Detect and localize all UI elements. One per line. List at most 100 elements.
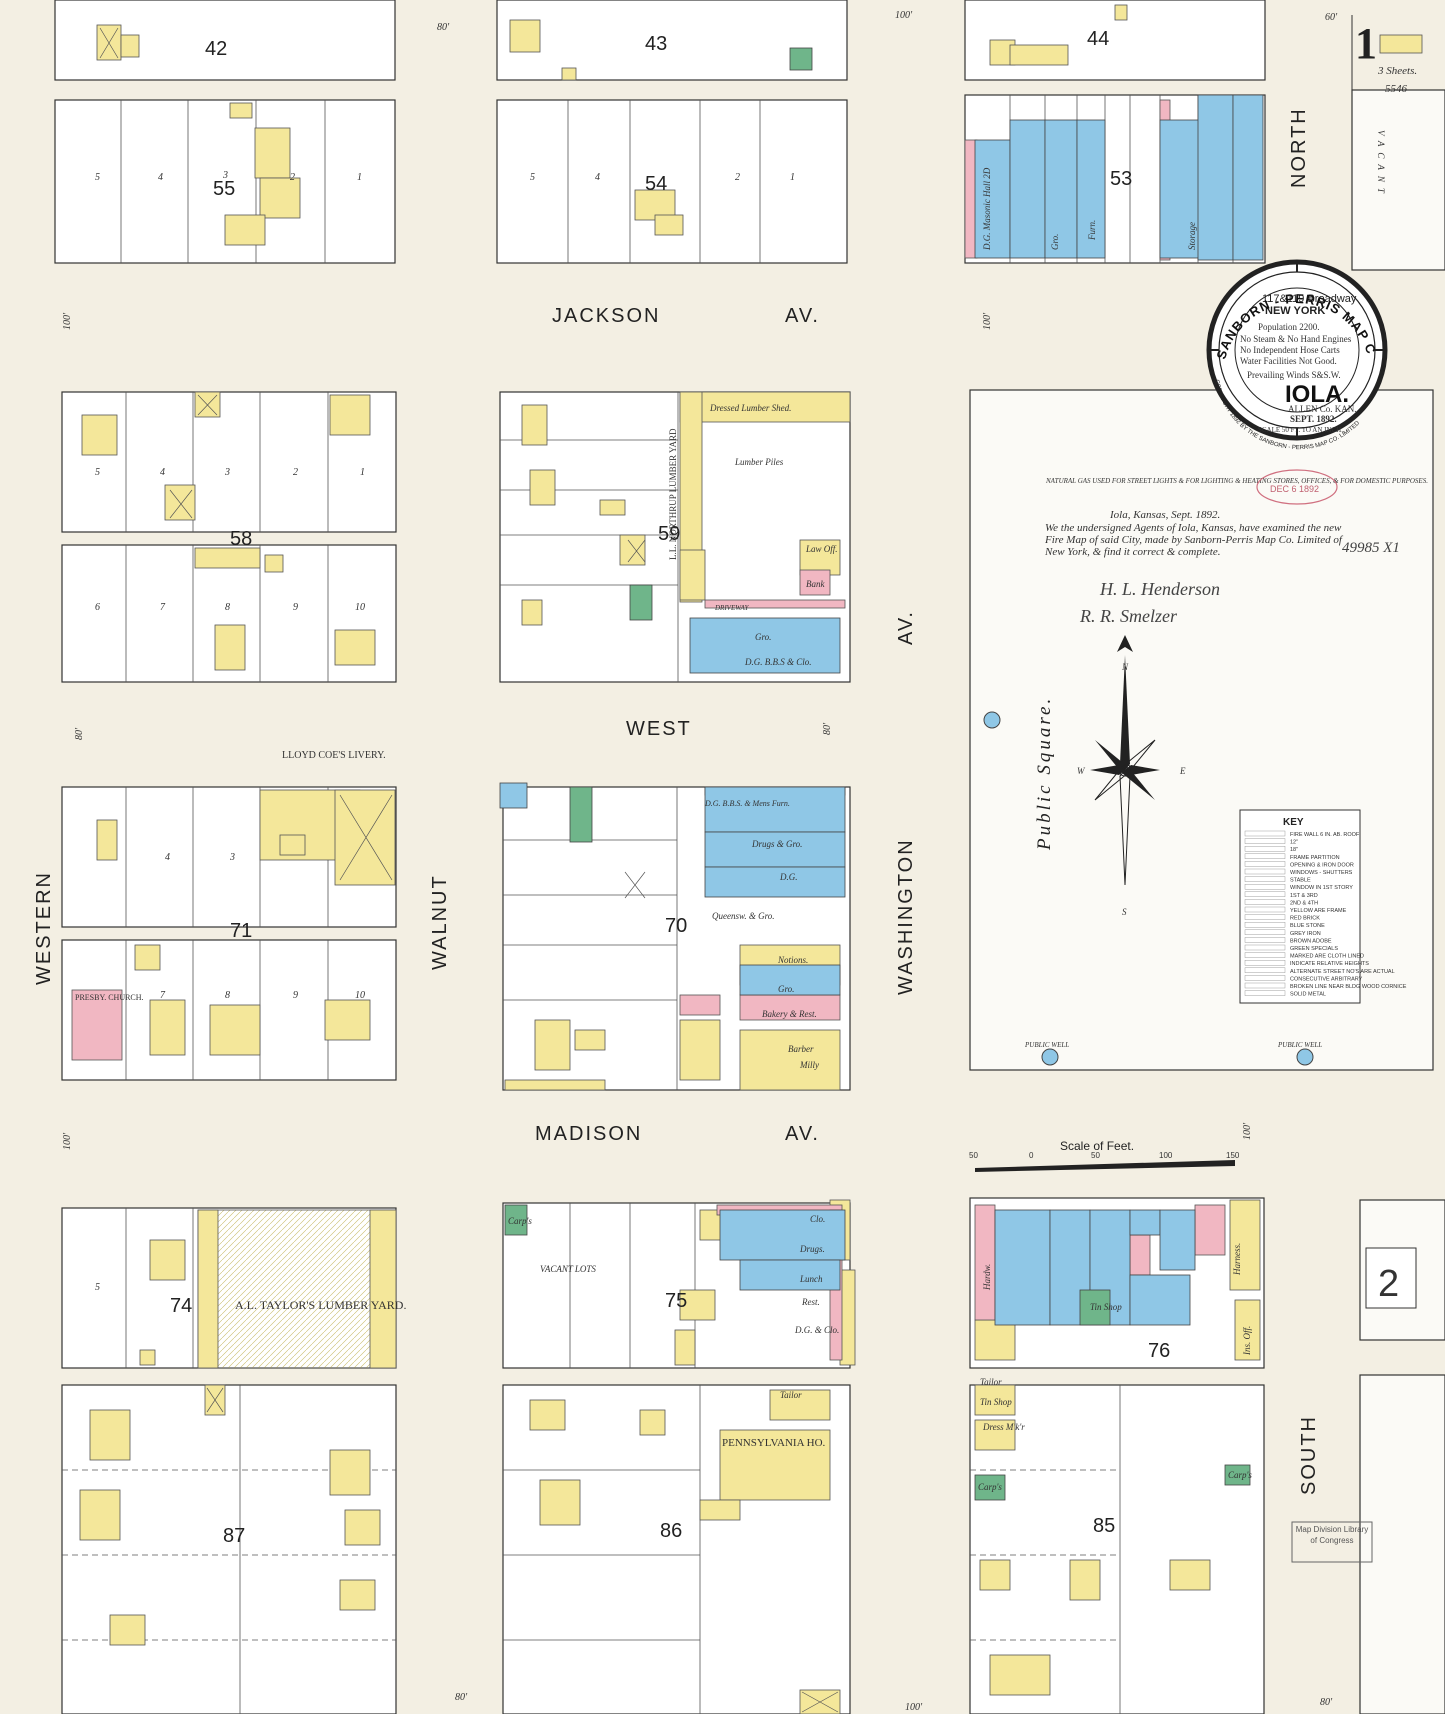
key-item: 12" [1290, 840, 1298, 846]
street-washington-av: AV. [895, 610, 917, 645]
svg-text:3: 3 [222, 170, 228, 181]
library-stamp-text: Map Division Library of Congress [1295, 1525, 1369, 1545]
scale-label: Scale of Feet. [1060, 1139, 1134, 1153]
masonic-hall-label: D.G. Masonic Hall 2D [982, 167, 992, 251]
block-71: 71 [230, 920, 252, 942]
tailor-2-label: Tailor [980, 1377, 1002, 1387]
carpenter-label: Carp's [978, 1482, 1002, 1492]
svg-text:80': 80' [455, 1692, 468, 1703]
svg-text:100': 100' [895, 10, 913, 21]
key-symbol [1244, 944, 1286, 951]
furniture-label: Furn. [1087, 220, 1097, 241]
block-59: 59 [658, 523, 680, 545]
svg-text:5: 5 [95, 467, 100, 478]
certificate: NATURAL GAS USED FOR STREET LIGHTS & FOR… [1045, 469, 1428, 626]
key-symbol [1244, 838, 1286, 844]
key-symbol [1244, 861, 1286, 867]
key-item: SOLID METAL [1290, 992, 1326, 998]
sheet-code: 5546 [1385, 83, 1408, 95]
carpenter-3-label: Carp's [508, 1216, 532, 1226]
svg-text:5: 5 [95, 1282, 100, 1293]
pennsylvania-house-label: PENNSYLVANIA HO. [722, 1437, 826, 1449]
bakery-label: Bakery & Rest. [762, 1009, 817, 1019]
harness-label: Harness. [1232, 1243, 1242, 1276]
seal-population: Population 2200. [1258, 322, 1320, 332]
compass-rose: N S E W [1077, 635, 1186, 917]
key-symbol [1244, 967, 1286, 973]
compass-w: W [1077, 766, 1086, 776]
block-43: 43 [645, 33, 667, 55]
insurance-office-label: Ins. Off. [1242, 1326, 1252, 1356]
svg-text:2: 2 [290, 172, 295, 183]
cert-body: We the undersigned Agents of Iola, Kansa… [1045, 522, 1342, 558]
key-item: RED BRICK [1290, 916, 1320, 922]
key-item: MARKED ARE CLOTH LINED [1290, 954, 1364, 960]
vacant-label: VACANT [1376, 130, 1386, 199]
key-item: GREEN SPECIALS [1290, 946, 1338, 952]
dg-label: D.G. [779, 872, 798, 882]
key-symbol [1244, 906, 1286, 913]
cert-place-date: Iola, Kansas, Sept. 1892. [1109, 509, 1220, 521]
public-wells: PUBLIC WELL PUBLIC WELL [983, 711, 1322, 1066]
svg-text:80': 80' [1320, 1697, 1333, 1708]
key-item: GREY IRON [1290, 931, 1321, 937]
svg-text:10: 10 [355, 602, 365, 613]
key-symbol [1244, 868, 1286, 875]
street-madison-av: AV. [785, 1123, 820, 1145]
block-58: 58 [230, 528, 252, 550]
compass-s: S [1122, 907, 1127, 917]
public-square-label: Public Square. [1034, 696, 1055, 851]
lunch-label: Lunch [799, 1274, 823, 1284]
grocery-label: Gro. [755, 632, 771, 642]
block-74: 74 [170, 1295, 192, 1317]
grocery-3-label: Gro. [1050, 234, 1060, 250]
grocery-2-label: Gro. [778, 984, 794, 994]
svg-text:1: 1 [790, 172, 795, 183]
drugs-label: Drugs. [799, 1244, 825, 1254]
block-53: 53 [1110, 168, 1132, 190]
public-well-label: PUBLIC WELL [1024, 1041, 1069, 1049]
svg-text:4: 4 [158, 172, 163, 183]
block-85: 85 [1093, 1515, 1115, 1537]
key-item: FIRE WALL 6 IN. AB. ROOF [1290, 832, 1360, 838]
svg-text:100': 100' [62, 1132, 73, 1150]
seal-town: IOLA. [1285, 381, 1349, 408]
key-symbol [1244, 922, 1286, 928]
svg-text:9: 9 [293, 990, 298, 1001]
carpenter-2-label: Carp's [1228, 1470, 1252, 1480]
sheet-count: 3 Sheets. [1377, 65, 1417, 77]
stamp-number: 49985 X1 [1342, 540, 1400, 556]
key-symbol [1244, 884, 1286, 890]
block-numbers: 42 43 44 55 54 53 58 59 71 70 74 75 76 8… [170, 28, 1170, 1547]
svg-text:100': 100' [982, 312, 993, 330]
block-54: 54 [645, 173, 667, 195]
coes-livery-label: LLOYD COE'S LIVERY. [282, 750, 386, 761]
compass-n: N [1121, 662, 1129, 672]
key-symbol [1244, 899, 1286, 905]
dgbbs-label: D.G. B.B.S & Clo. [744, 657, 812, 667]
svg-text:4: 4 [595, 172, 600, 183]
key-item: BROKEN LINE NEAR BLDG WOOD CORNICE [1290, 984, 1407, 990]
scale-tick-label: 50 [969, 1151, 978, 1160]
svg-text:100': 100' [905, 1702, 923, 1713]
bank-label: Bank [806, 579, 825, 589]
scale-tick-label: 100 [1159, 1151, 1173, 1160]
svg-text:2: 2 [735, 172, 740, 183]
svg-text:8: 8 [225, 602, 230, 613]
street-washington: WASHINGTON [895, 838, 917, 995]
block-76: 76 [1148, 1340, 1170, 1362]
key-item: OPENING & IRON DOOR [1290, 862, 1354, 868]
key-item: BROWN ADOBE [1290, 938, 1332, 944]
key-symbol [1244, 914, 1286, 920]
signature-henderson: H. L. Henderson [1099, 579, 1220, 599]
svg-text:80': 80' [437, 22, 450, 33]
svg-text:5: 5 [95, 172, 100, 183]
svg-text:5: 5 [530, 172, 535, 183]
svg-text:4: 4 [165, 852, 170, 863]
seal-date: SEPT. 1892. [1290, 414, 1337, 424]
hardware-label: Hardw. [982, 1264, 992, 1291]
key-symbol [1244, 952, 1286, 958]
key-item: STABLE [1290, 878, 1311, 884]
key-symbol [1244, 929, 1286, 935]
tin-shop-2-label: Tin Shop [1090, 1302, 1122, 1312]
